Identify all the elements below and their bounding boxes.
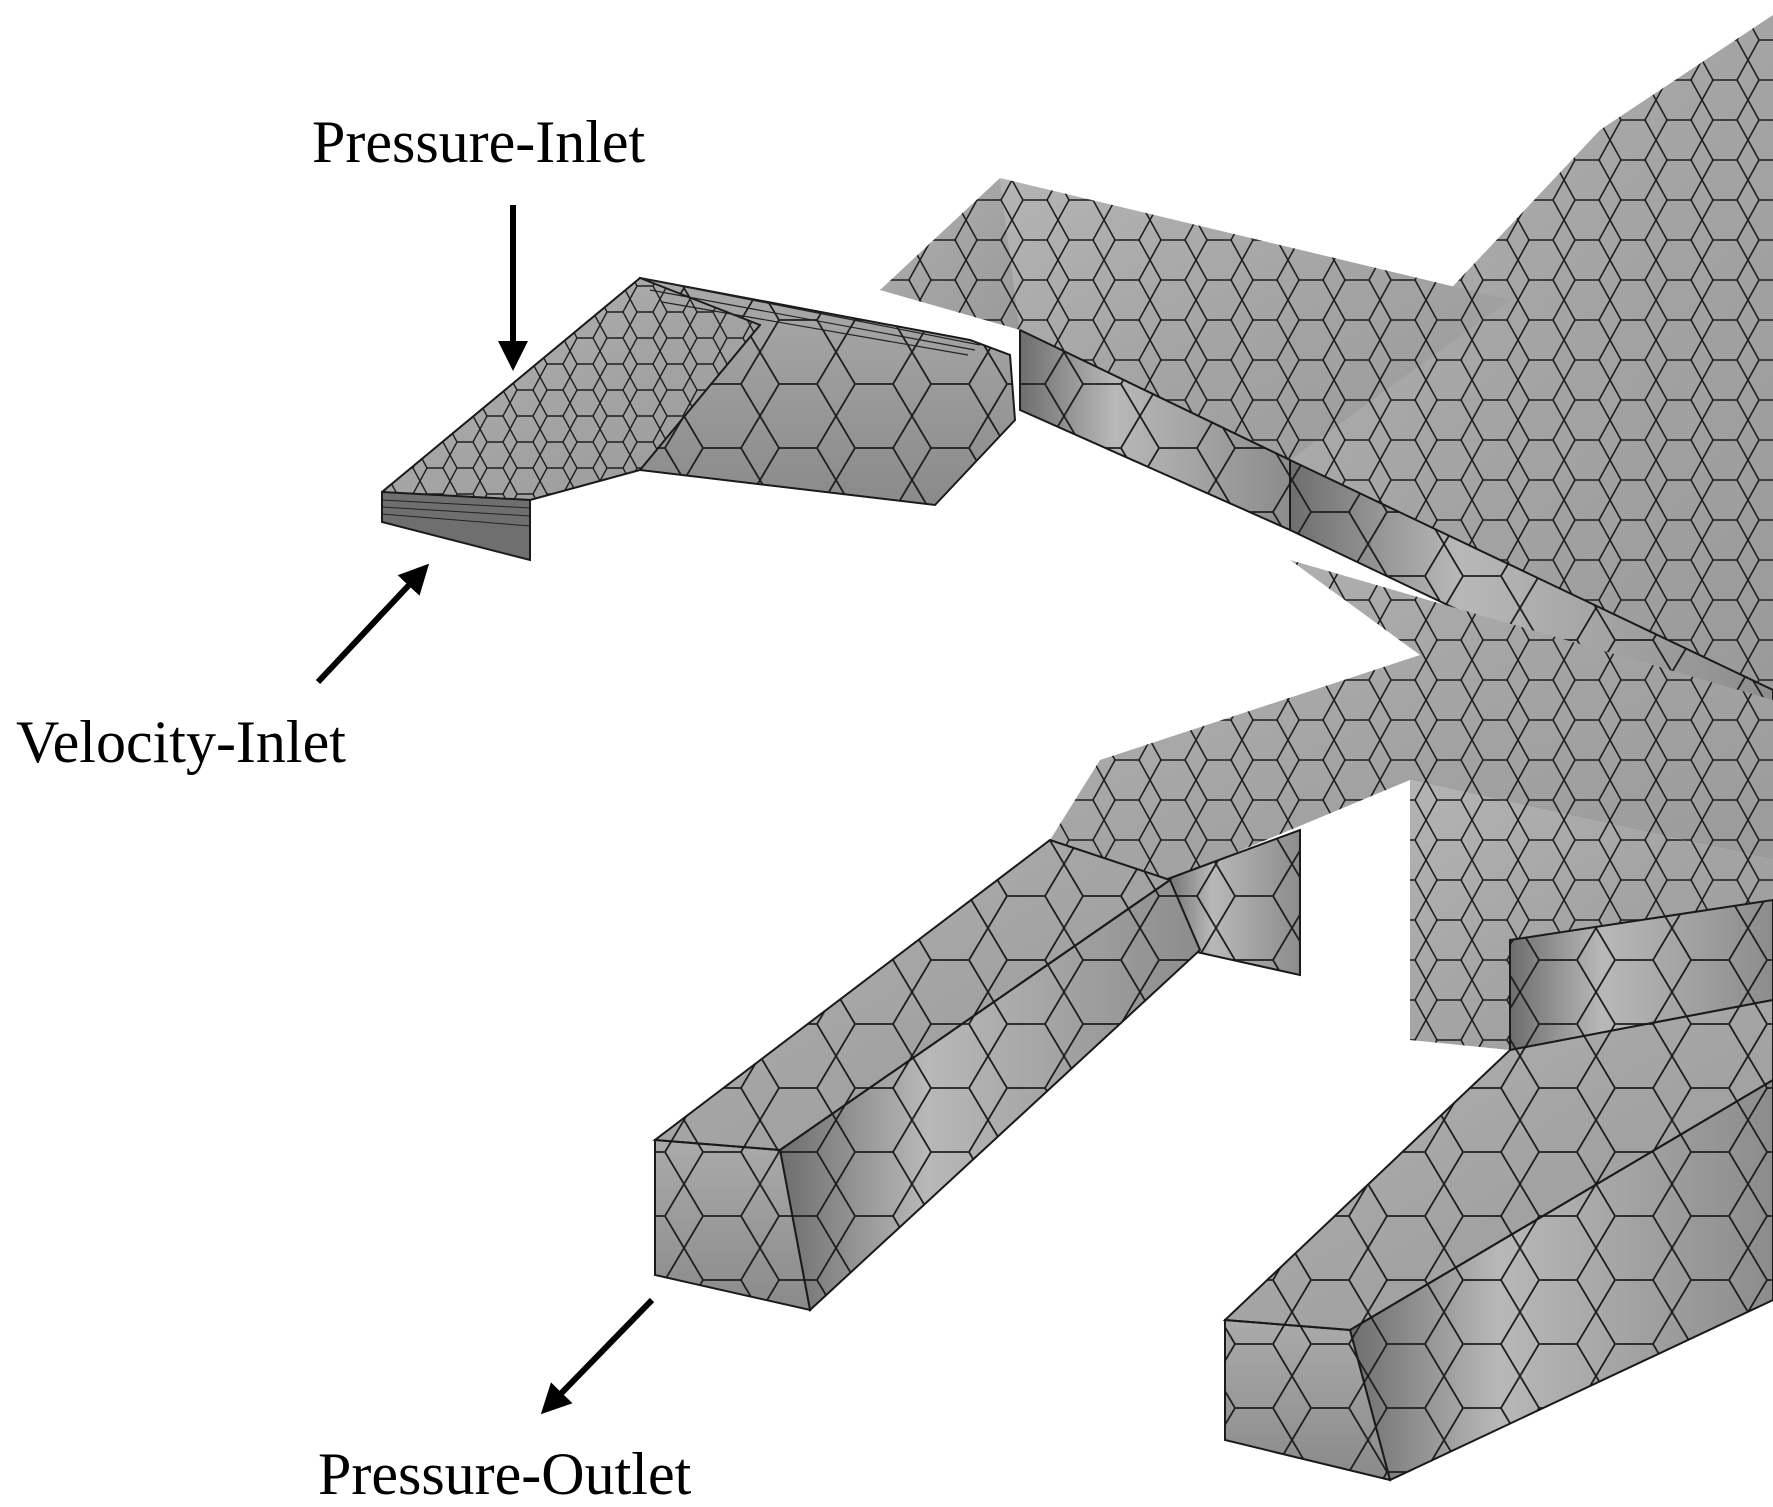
pressure-inlet-label: Pressure-Inlet: [312, 109, 646, 175]
pressure-outlet-label: Pressure-Outlet: [318, 1441, 692, 1507]
pressure-outlet-arrow: [540, 1297, 655, 1415]
lower-manifold: [1050, 560, 1773, 1052]
inlet-nozzle: [381, 276, 1017, 562]
left-outlet-leg: [652, 838, 1202, 1312]
right-outlet-leg: [1222, 998, 1773, 1482]
velocity-inlet-label: Velocity-Inlet: [16, 709, 346, 775]
velocity-inlet-arrow: [315, 563, 430, 685]
upper-manifold: [880, 178, 1510, 532]
